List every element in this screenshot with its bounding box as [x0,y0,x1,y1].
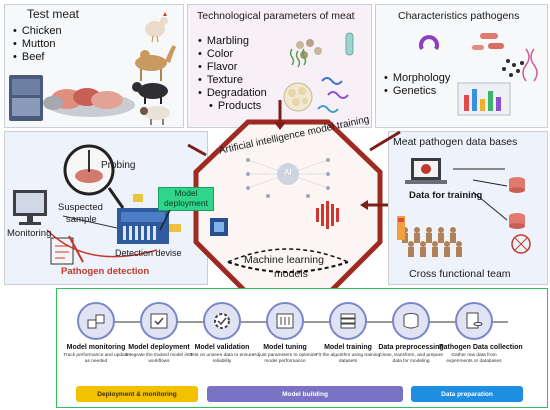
stage-label: Model training [324,344,372,351]
ai-core-label: AI [284,168,292,177]
sequencing-chart-icon [457,82,511,116]
monitoring-label: Monitoring [7,228,52,239]
neural-network-icon [245,157,331,199]
tech-params-list: Marbling Color Flavor Texture Degradatio… [198,35,267,113]
clipboard-icon [50,235,84,265]
pathogens-title: Characteristics pathogens [398,10,520,22]
cross-team-label: Cross functional team [409,268,511,280]
stage-data-preprocessing: Data preprocessing Clean, transform, and… [376,302,446,365]
stage-label: Model tuning [263,344,307,351]
suspected-label: Suspected [58,202,103,213]
bacteria-squiggle-icon [317,77,349,113]
stage-model-tuning: Model tuning Adjust parameters to optimi… [250,302,320,365]
databases-title: Meat pathogen data bases [393,136,518,148]
database-filter-icon [392,302,430,340]
model-deployment-tag: Model deployment [158,187,214,211]
ml-models-label-1: Machine learning [244,254,324,266]
pathogens-illustration [419,33,538,116]
stage-model-training: Model training Fit the algorithm using t… [313,302,383,365]
list-item: Products [198,100,267,113]
detection-devise-label: Detection devise [115,248,182,258]
stage-desc: Gather raw data from experiments or data… [446,353,502,364]
gear-check-icon [203,302,241,340]
model-deployment-line-2: deployment [164,198,208,208]
model-deployment-line-1: Model [174,188,198,198]
cnn-layers-icon [316,201,339,229]
stage-label: Data preprocessing [378,344,444,351]
sliders-icon [266,302,304,340]
stage-desc: Clean, transform, and prepare data for m… [379,353,443,364]
bacteria-icon [419,33,504,50]
stage-label: Model deployment [128,344,190,351]
test-meat-list: Chicken Mutton Beef [13,25,62,64]
stage-desc: Test on unseen data to ensure reliabilit… [189,353,255,364]
list-item: Morphology [384,72,450,85]
window-check-icon [140,302,178,340]
stage-model-deployment: Model deployment Integrate the trained m… [124,302,194,365]
tech-params-title: Technological parameters of meat [197,10,355,22]
dots-cluster-icon [502,59,524,77]
chicken-icon [145,12,168,43]
phase-deployment-monitoring: Deployment & monitoring [76,386,198,402]
database-icon [509,177,525,229]
detection-illustration [13,144,181,265]
pathogens-list: Morphology Genetics [384,72,450,98]
stage-model-monitoring: Model monitoring Track performance and u… [61,302,131,365]
pathogen-detection-label: Pathogen detection [61,266,150,277]
test-tube-icon [345,32,354,56]
stage-desc: Integrate the trained model into workflo… [125,353,193,364]
stage-pathogen-data-collection: Pathogen Data collection Gather raw data… [439,302,523,365]
server-icon [329,302,367,340]
document-database-icon [455,302,493,340]
probing-label: Probing [101,160,136,171]
cells-dish-icon [283,82,313,112]
camel-icon [135,45,176,81]
stage-label: Pathogen Data collection [439,344,523,351]
cow-icon [132,82,168,104]
test-meat-title: Test meat [27,7,80,21]
data-for-training-label: Data for training [409,190,483,201]
test-meat-illustration [9,12,176,125]
phase-data-preparation: Data preparation [411,386,523,402]
stage-desc: Track performance and update as needed [63,353,129,364]
test-meat-panel: Test meat Chicken Mutton Beef [4,4,184,128]
stage-desc: Adjust parameters to optimize model perf… [253,353,317,364]
ml-models-label-2: models [274,268,308,280]
list-item: Mutton [13,38,62,51]
tech-params-illustration [283,32,354,113]
stage-label: Model validation [194,344,250,351]
detection-device-icon [117,194,181,244]
databases-illustration [397,158,531,257]
databases-panel: Meat pathogen data bases [388,131,548,285]
list-item: Genetics [384,85,450,98]
sample-label: sample [66,214,97,225]
boxes-icon [77,302,115,340]
stage-model-validation: Model validation Test on unseen data to … [187,302,257,365]
list-item: Flavor [198,61,267,74]
stage-label: Model monitoring [66,344,126,351]
meat-tray-icon [43,88,135,117]
list-item: Color [198,48,267,61]
chip-icon [210,218,228,236]
pathogens-panel: Characteristics pathogens Morphology Gen… [375,4,548,128]
virus-icon [511,234,531,254]
sheep-icon [140,106,170,125]
laptop-icon [405,158,447,184]
magnifier-icon [63,144,125,209]
wave-lines-icon [289,48,307,68]
stage-desc: Fit the algorithm using training dataset… [315,353,381,364]
freezer-icon [9,75,43,121]
list-item: Chicken [13,25,62,38]
phase-model-building: Model building [207,386,403,402]
sample-rack-icon [397,216,405,240]
computer-icon [13,190,47,225]
list-item: Texture [198,74,267,87]
list-item: Degradation [198,87,267,100]
dna-icon [522,48,538,82]
list-item: Marbling [198,35,267,48]
list-item: Beef [13,51,62,64]
